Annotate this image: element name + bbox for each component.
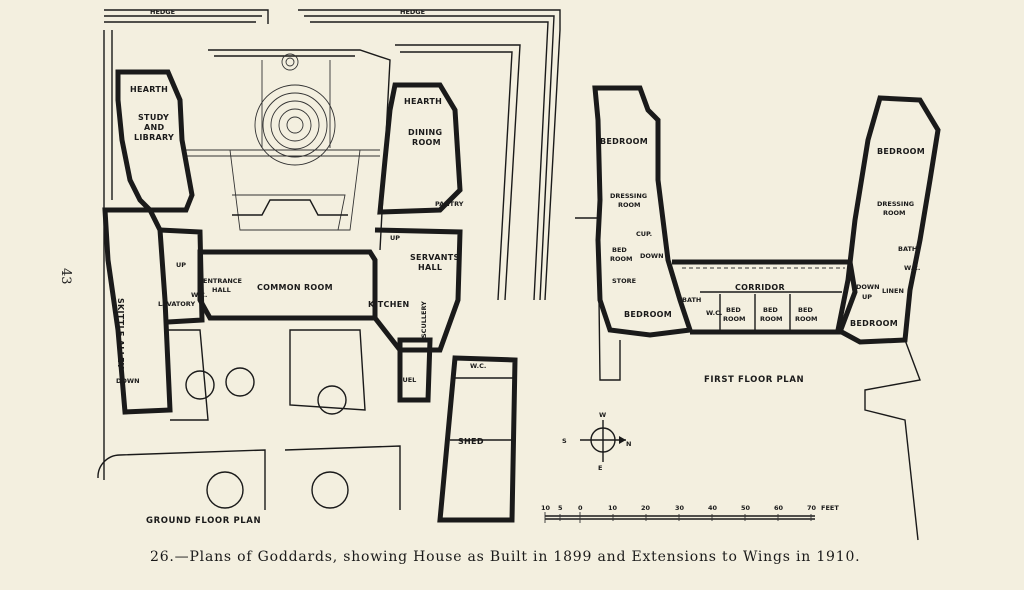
hedge-right-label: HEDGE [400, 8, 425, 16]
scale-tick-2: 5 [558, 504, 563, 512]
ground-floor-title: GROUND FLOOR PLAN [146, 516, 261, 526]
label-fuel: FUEL [398, 376, 416, 384]
page-number: 43 [58, 268, 73, 285]
skittle-alley-walls [102, 207, 173, 415]
label-bed-room-2a: BED [763, 306, 778, 314]
shed-walls [437, 355, 518, 523]
label-bath-w: BATH [682, 296, 701, 304]
scale-tick-3: 0 [578, 504, 583, 512]
left-boundary [103, 30, 113, 480]
shed-partitions [450, 377, 515, 441]
label-skittle-alley: SKITTLE ALLEY [116, 298, 125, 369]
label-bed-room-3a: BED [798, 306, 813, 314]
label-entrance-2: HALL [212, 286, 231, 294]
hedge-right-lines [298, 9, 561, 301]
label-dressing-w-1: DRESSING [610, 192, 647, 200]
kitchen-walls [373, 227, 463, 353]
label-dressing-e-1: DRESSING [877, 200, 914, 208]
west-wing-walls [592, 85, 694, 338]
label-common-room: COMMON ROOM [257, 283, 333, 292]
label-bath-e: BATH [898, 245, 917, 253]
compass-n: N [626, 440, 631, 448]
label-dining-2: ROOM [412, 138, 441, 147]
hedge-left-lines [104, 9, 269, 24]
label-wc-shed: W.C. [470, 362, 486, 370]
label-bed-room-w-2: ROOM [610, 255, 633, 263]
label-pantry: PANTRY [435, 200, 464, 208]
label-up-right: UP [390, 234, 400, 242]
label-bed-room-2b: ROOM [760, 315, 783, 323]
study-library-walls [115, 69, 195, 213]
scale-tick-1: 10 [541, 504, 551, 512]
label-scullery: SCULLERY [420, 301, 428, 338]
scale-tick-4: 10 [608, 504, 618, 512]
label-bedroom-se: BEDROOM [850, 319, 898, 328]
east-wing-walls [835, 95, 941, 345]
west-wing-outline [575, 217, 621, 381]
label-study-2: AND [144, 123, 164, 132]
hedge-left-label: HEDGE [150, 8, 175, 16]
label-dressing-e-2: ROOM [883, 209, 906, 217]
label-corridor: CORRIDOR [735, 283, 785, 292]
compass-e: E [598, 464, 602, 472]
label-bed-room-1b: ROOM [723, 315, 746, 323]
label-down: DOWN [116, 377, 140, 385]
scale-bar: 10 5 0 10 20 30 40 50 60 70 FEET [541, 504, 839, 523]
scale-tick-9: 60 [774, 504, 784, 512]
label-study-1: STUDY [138, 113, 169, 122]
scale-tick-8: 50 [741, 504, 751, 512]
east-wing-outline [864, 339, 921, 541]
scale-tick-6: 30 [675, 504, 685, 512]
scale-tick-10: 70 [807, 504, 817, 512]
label-hearth-left: HEARTH [130, 85, 168, 94]
label-bedroom-nw: BEDROOM [600, 137, 648, 146]
lawn-trees [97, 329, 401, 510]
label-up-left: UP [176, 261, 186, 269]
label-shed: SHED [458, 437, 484, 446]
label-servants-1: SERVANTS [410, 253, 460, 262]
label-bedroom-ne: BEDROOM [877, 147, 925, 156]
label-servants-2: HALL [418, 263, 442, 272]
fuel-walls [397, 337, 433, 403]
label-linen: LINEN [882, 287, 904, 295]
ground-floor-plan: HEDGE HEDGE [97, 8, 561, 526]
east-garden-wall [395, 44, 521, 301]
label-dining-1: DINING [408, 128, 442, 137]
label-dressing-w-2: ROOM [618, 201, 641, 209]
label-entrance-1: ENTRANCE [203, 277, 242, 285]
label-cup: CUP. [636, 230, 652, 238]
label-lavatory: LAVATORY [158, 300, 195, 308]
figure-caption: 26.—Plans of Goddards, showing House as … [150, 549, 861, 565]
formal-garden [184, 53, 380, 231]
label-wc-e: W.C. [904, 264, 920, 272]
compass-w: W [599, 411, 606, 419]
dining-room-walls [377, 82, 463, 215]
label-bed-room-3b: ROOM [795, 315, 818, 323]
label-down-w: DOWN [640, 252, 664, 260]
corridor-walls [672, 259, 858, 335]
label-wc-first: W.C. [706, 309, 722, 317]
scale-tick-5: 20 [641, 504, 651, 512]
label-study-3: LIBRARY [134, 133, 174, 142]
first-floor-title: FIRST FLOOR PLAN [704, 375, 804, 385]
compass-rose: W S N E [562, 411, 631, 472]
label-bed-room-w-1: BED [612, 246, 627, 254]
label-kitchen: KITCHEN [368, 300, 409, 309]
label-bedroom-sw: BEDROOM [624, 310, 672, 319]
label-bed-room-1a: BED [726, 306, 741, 314]
label-hearth-right: HEARTH [404, 97, 442, 106]
label-up-e: UP [862, 293, 872, 301]
label-store: STORE [612, 277, 636, 285]
label-down-e: DOWN [856, 283, 880, 291]
corridor-partitions [700, 291, 842, 330]
compass-s: S [562, 437, 567, 445]
label-wc-ground: W.C. [191, 291, 207, 299]
scale-tick-7: 40 [708, 504, 718, 512]
scale-unit: FEET [821, 504, 839, 512]
first-floor-plan: BEDROOM DRESSING ROOM CUP. BED ROOM DOWN… [575, 85, 941, 541]
